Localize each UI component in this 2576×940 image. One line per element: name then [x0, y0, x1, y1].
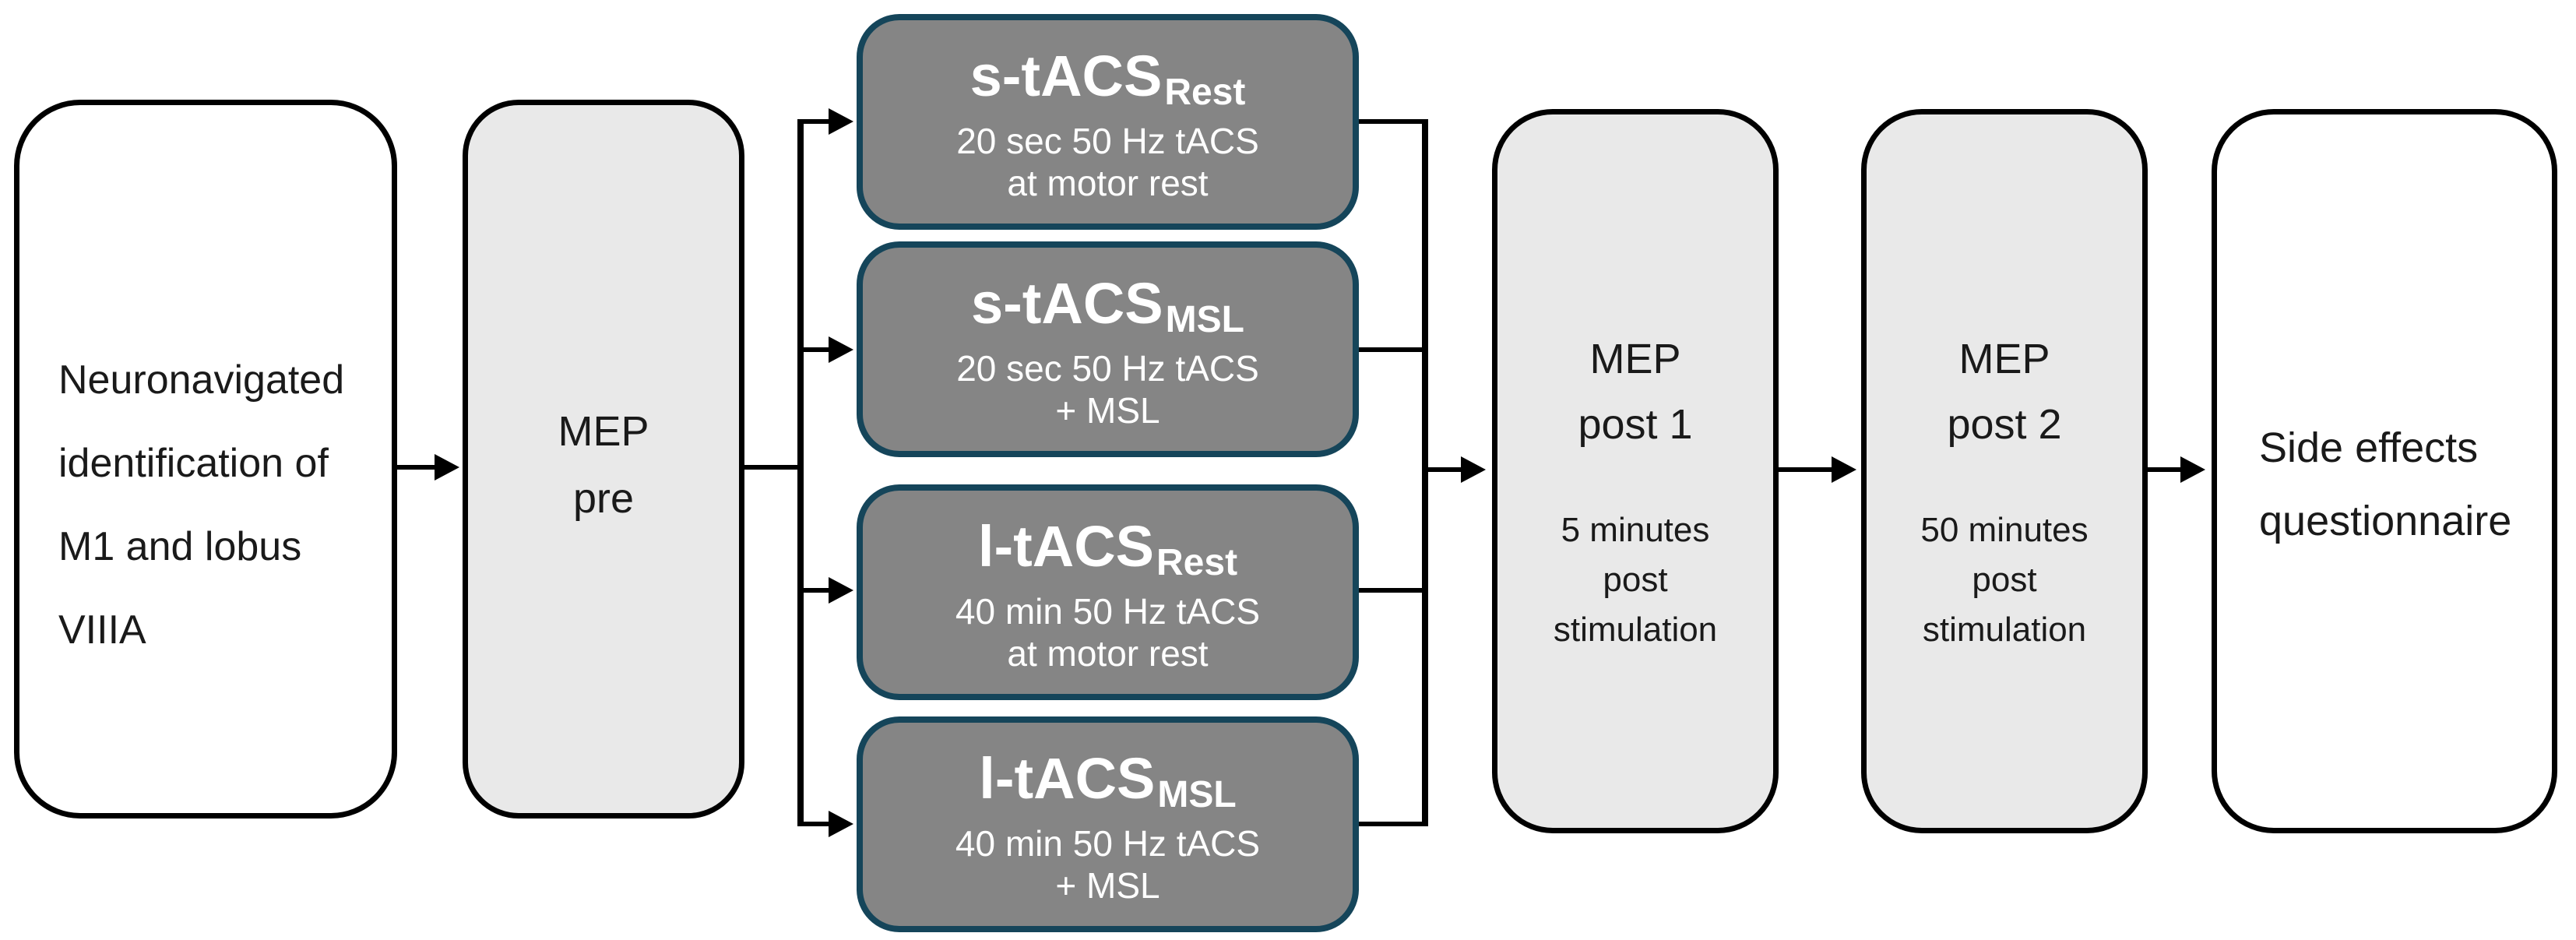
condition-title: s-tACSRest	[863, 40, 1353, 120]
condition-title-main: l-tACS	[977, 513, 1155, 579]
connector-s-tacs-msl-to-merge	[1359, 347, 1427, 352]
connector-l-tacs-msl-to-merge	[1359, 822, 1427, 826]
mep-post-2-body-line: 50 minutes	[1920, 511, 2089, 549]
condition-body-line: + MSL	[1055, 389, 1160, 431]
mep-post-2-title-line: post 2	[1947, 401, 2062, 448]
condition-body-line: 40 min 50 Hz tACS	[955, 590, 1261, 632]
merge-line-right	[1422, 119, 1428, 826]
condition-body-line: 20 sec 50 Hz tACS	[956, 347, 1259, 389]
mep-post-1-body-line: stimulation	[1553, 611, 1718, 649]
condition-box-l-tacs-msl: l-tACSMSL 40 min 50 Hz tACS + MSL	[857, 716, 1359, 932]
box-mep-post-2: MEP post 2 50 minutes post stimulation	[1861, 109, 2148, 833]
condition-title-subscript: Rest	[1164, 72, 1246, 114]
identification-line: M1 and lobus	[58, 524, 302, 569]
connector-s-tacs-rest-to-merge	[1359, 119, 1427, 124]
arrowhead-s-tacs-rest	[829, 108, 853, 135]
box-neuronavigated-identification: Neuronavigated identification of M1 and …	[14, 100, 397, 819]
mep-post-1-title-line: MEP	[1589, 336, 1681, 382]
condition-box-l-tacs-rest: l-tACSRest 40 min 50 Hz tACS at motor re…	[857, 484, 1359, 700]
arrowhead-l-tacs-rest	[829, 577, 853, 604]
mep-post-1-title-line: post 1	[1578, 401, 1693, 448]
identification-line: Neuronavigated	[58, 357, 345, 403]
condition-body-line: + MSL	[1055, 864, 1160, 906]
connector-merge-to-mep-post-1	[1428, 467, 1461, 472]
box-mep-pre: MEP pre	[463, 100, 744, 819]
condition-body-line: at motor rest	[1007, 632, 1209, 674]
condition-body-line: 20 sec 50 Hz tACS	[956, 120, 1259, 161]
box-side-effects-questionnaire: Side effects questionnaire	[2212, 109, 2557, 833]
identification-line: identification of	[58, 441, 329, 486]
spacer	[1497, 457, 1773, 505]
side-effects-line: questionnaire	[2259, 498, 2512, 544]
connector-branch-to-s-tacs-rest	[801, 119, 829, 124]
box-mep-post-1: MEP post 1 5 minutes post stimulation	[1492, 109, 1779, 833]
arrowhead-to-mep-post-2	[1832, 456, 1856, 483]
condition-title-main: s-tACS	[970, 43, 1163, 108]
condition-title-main: l-tACS	[979, 745, 1156, 811]
arrowhead-to-side-effects	[2180, 456, 2205, 483]
condition-title: l-tACSMSL	[863, 743, 1353, 822]
condition-title-main: s-tACS	[970, 270, 1163, 336]
condition-title-subscript: Rest	[1156, 542, 1238, 584]
identification-line: VIIIA	[58, 607, 146, 653]
spacer	[1867, 457, 2142, 505]
mep-post-2-body-line: post	[1972, 561, 2037, 599]
mep-pre-line: MEP	[558, 407, 649, 455]
condition-title-subscript: MSL	[1157, 774, 1237, 816]
condition-body-line: 40 min 50 Hz tACS	[955, 822, 1261, 864]
condition-title: l-tACSRest	[863, 511, 1353, 590]
mep-post-1-body-line: post	[1603, 561, 1668, 599]
connector-branch-to-l-tacs-rest	[801, 588, 829, 593]
arrowhead-to-mep-pre	[435, 454, 459, 481]
mep-post-2-body-line: stimulation	[1922, 611, 2087, 649]
arrowhead-s-tacs-msl	[829, 336, 853, 363]
arrowhead-to-mep-post-1	[1461, 456, 1486, 483]
side-effects-line: Side effects	[2259, 424, 2479, 471]
mep-pre-line: pre	[572, 474, 635, 522]
mep-post-1-body-line: 5 minutes	[1561, 511, 1710, 549]
condition-title-subscript: MSL	[1165, 299, 1244, 341]
condition-box-s-tacs-msl: s-tACSMSL 20 sec 50 Hz tACS + MSL	[857, 241, 1359, 457]
branch-line-left	[797, 119, 804, 826]
condition-title: s-tACSMSL	[863, 268, 1353, 347]
connector-branch-to-s-tacs-msl	[801, 347, 829, 352]
condition-box-s-tacs-rest: s-tACSRest 20 sec 50 Hz tACS at motor re…	[857, 14, 1359, 230]
connector-mep-pre-to-branch	[744, 465, 804, 470]
connector-mep-post-2-to-side-effects	[2148, 467, 2180, 472]
connector-mep-post-1-to-mep-post-2	[1779, 467, 1832, 472]
arrowhead-l-tacs-msl	[829, 811, 853, 837]
connector-l-tacs-rest-to-merge	[1359, 588, 1427, 593]
condition-body-line: at motor rest	[1007, 162, 1209, 203]
mep-post-2-title-line: MEP	[1958, 336, 2050, 382]
connector-identification-to-mep-pre	[397, 465, 435, 470]
connector-branch-to-l-tacs-msl	[801, 822, 829, 826]
